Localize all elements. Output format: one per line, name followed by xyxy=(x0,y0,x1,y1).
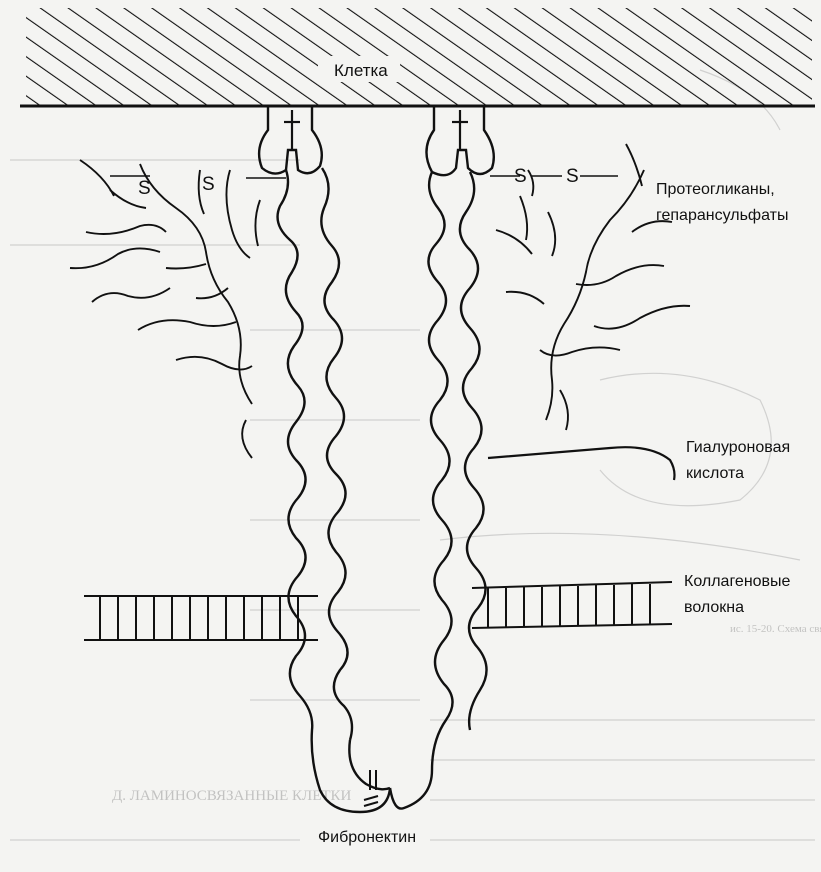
disulfide-s-1: S xyxy=(138,178,151,199)
fibronectin-left-chain xyxy=(278,170,390,812)
fibronectin-right-outer xyxy=(460,172,487,730)
disulfide-bonds: S S S S xyxy=(138,166,579,199)
fibronectin-left-outer xyxy=(321,168,352,740)
collagen-label-line2: волокна xyxy=(684,599,744,616)
hyaluronic-label-line1: Гиалуроновая xyxy=(686,439,790,456)
cell-block: Клетка xyxy=(20,8,815,106)
fibronectin-label: Фибронектин xyxy=(318,829,416,846)
collagen-rungs-left xyxy=(100,596,298,640)
receptors xyxy=(259,106,494,175)
collagen-label-line1: Коллагеновые xyxy=(684,573,791,590)
receptor-left xyxy=(259,106,322,174)
proteoglycans-left xyxy=(70,160,286,458)
disulfide-s-2: S xyxy=(202,174,215,195)
collagen-fibers xyxy=(84,582,672,640)
proteoglycans-label-line2: гепарансульфаты xyxy=(656,207,788,224)
fibronectin-right-chain xyxy=(390,172,453,809)
hyaluronic-label-line2: кислота xyxy=(686,465,744,482)
bleed-title: Д. ЛАМИНОСВЯЗАННЫЕ КЛЕТКИ xyxy=(112,788,352,804)
hyaluronic-acid xyxy=(488,447,675,480)
collagen-rungs-right xyxy=(488,584,650,628)
cell-label: Клетка xyxy=(334,61,388,80)
fibronectin-chains xyxy=(278,168,487,812)
labels: Протеогликаны, гепарансульфаты Гиалуроно… xyxy=(318,181,791,846)
bleed-caption: ис. 15-20. Схема связывания xyxy=(730,623,821,635)
proteoglycans-label-line1: Протеогликаны, xyxy=(656,181,775,198)
disulfide-s-4: S xyxy=(566,166,579,187)
disulfide-s-3: S xyxy=(514,166,527,187)
